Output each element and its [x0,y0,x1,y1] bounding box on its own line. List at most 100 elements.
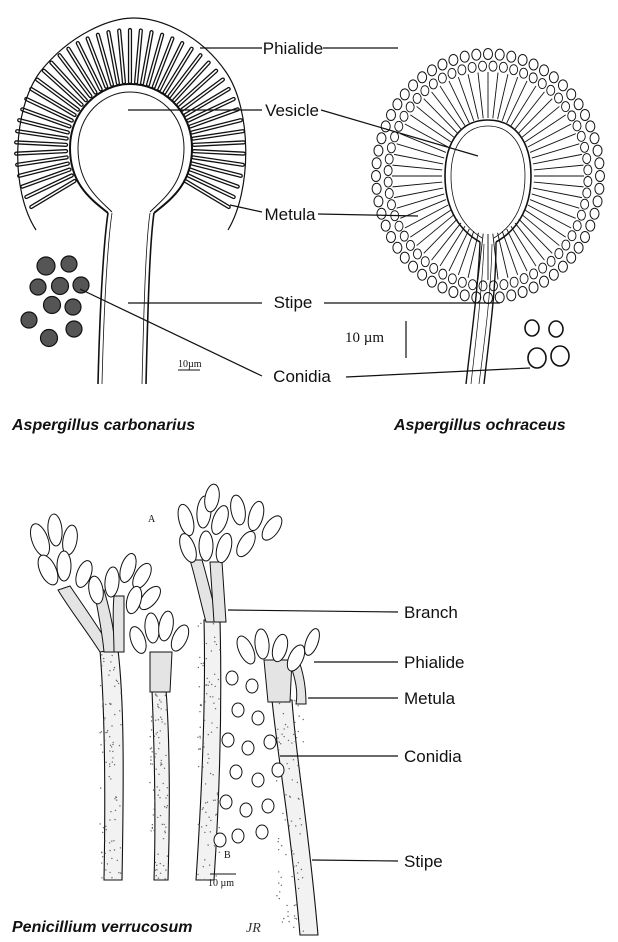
aspergillus-ochraceus-drawing: 10 µm [345,49,605,385]
stipe-stipple-dot [158,877,159,878]
stipe-stipple-dot [105,826,106,827]
stipe-stipple-dot [293,866,294,867]
ochraceus-conidium [568,231,576,241]
ochraceus-conidium [586,121,595,132]
ochraceus-metula [502,231,517,275]
stipe-stipple-dot [294,915,295,916]
stipe-stipple-dot [284,819,285,820]
stipe-stipple-dot [156,869,157,870]
ochraceus-conidium [549,72,558,83]
ochraceus-conidium [418,72,427,83]
ochraceus-conidium [468,62,476,72]
ochraceus-conidium [372,158,381,169]
stipe-stipple-dot [213,623,214,624]
stipe-stipple-dot [153,814,154,815]
scale-bar-label-bottom: 10 µm [208,878,234,889]
stipe-stipple-dot [202,809,203,810]
stipe-stipple-dot [295,741,296,742]
stipe-stipple-dot [198,824,199,825]
stipe-stipple-dot [150,756,151,757]
stipe-stipple-dot [163,865,164,866]
ochraceus-conidium [562,102,570,112]
ochraceus-conidium [479,61,487,71]
stipe-stipple-dot [299,768,300,769]
stipe-stipple-dot [164,768,165,769]
stipe-stipple-dot [203,663,204,664]
ochraceus-conidium [567,89,576,100]
stipe-stipple-dot [296,737,297,738]
stipe-stipple-dot [163,838,164,839]
stipe-stipple-dot [283,918,284,919]
stipe-stipple-dot [301,869,302,870]
stipe-stipple-dot [109,736,110,737]
ochraceus-conidium [458,277,466,287]
stipe-stipple-dot [288,921,289,922]
ochraceus-conidium [448,68,456,78]
ochraceus-conidium [529,59,538,70]
label-conidia-top: Conidia [273,367,331,386]
ochraceus-metula [493,73,498,119]
stipe-stipple-dot [112,744,113,745]
ochraceus-conidium [529,73,537,83]
stipe-stipple-dot [100,744,101,745]
stipe-stipple-dot [157,704,158,705]
stipe-stipple-dot [99,823,100,824]
stipe-stipple-dot [101,877,102,878]
stipe-stipple-dot [284,728,285,729]
stipe-stipple-dot [159,699,160,700]
stipe-stipple-dot [298,731,299,732]
stipe-stipple-dot [214,674,215,675]
ochraceus-conidium [374,196,383,207]
ochraceus-metula [530,134,576,153]
stipe-stipple-dot [160,815,161,816]
stipe-stipple-dot [103,661,104,662]
ochraceus-conidium [520,274,528,284]
stipe-stipple-dot [160,863,161,864]
ochraceus-conidium [381,220,390,231]
stipe-stipple-dot [120,847,121,848]
ochraceus-conidium [538,79,546,89]
ochraceus-phialides [392,72,584,280]
ochraceus-conidium [484,293,493,304]
ochraceus-conidium [574,242,583,253]
stipe-stipple-dot [150,759,151,760]
scale-bar-label-right: 10 µm [345,330,384,346]
stipe-stipple-dot [280,877,281,878]
stipe-stipple-dot [111,877,112,878]
label-phialide-bottom: Phialide [404,653,465,672]
caption-aspergillus-ochraceus: Aspergillus ochraceus [393,417,566,434]
stipe-stipple-dot [211,650,212,651]
stipe-stipple-dot [101,665,102,666]
stipe-stipple-dot [151,747,152,748]
stipe-stipple-dot [109,766,110,767]
stipe-stipple-dot [111,725,112,726]
stipe-stipple-dot [298,879,299,880]
stipe-stipple-dot [109,819,110,820]
ochraceus-conidium [400,231,408,241]
ochraceus-conidium [574,99,583,110]
stipe-stipple-dot [165,832,166,833]
stipe-stipple-dot [105,704,106,705]
stipe-stipple-dot [216,727,217,728]
stipe-stipple-dot [112,757,113,758]
ochraceus-conidium [495,292,504,303]
stipe-stipple-dot [293,759,294,760]
stipe-stipple-dot [297,872,298,873]
label-stipe-top: Stipe [274,293,313,312]
stipe-stipple-dot [158,748,159,749]
stipe-stipple-dot [157,732,158,733]
stipe-stipple-dot [303,930,304,931]
ochraceus-conidium [573,221,581,231]
stipe-stipple-dot [166,709,167,710]
stipe-stipple-dot [210,696,211,697]
ochraceus-conidium [391,132,399,142]
stipe-stipple-dot [111,746,112,747]
stipe-stipple-dot [279,898,280,899]
stipe-stipple-dot [118,683,119,684]
ochraceus-conidium [520,68,528,78]
stipe-stipple-dot [288,740,289,741]
stipe-stipple-dot [203,866,204,867]
carbonarius-vesicle [70,84,192,213]
artist-signature: JR [246,921,261,936]
ochraceus-conidium [530,269,538,279]
